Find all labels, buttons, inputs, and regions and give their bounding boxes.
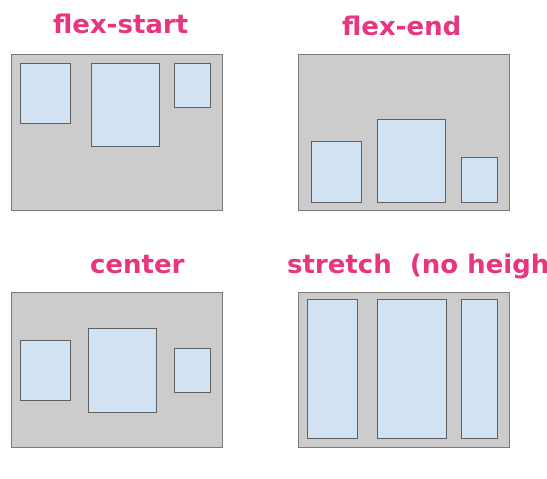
center-item-2	[88, 328, 157, 413]
stretch-item-3	[461, 299, 498, 439]
flex-start-item-3	[174, 63, 211, 108]
stretch-item-2	[377, 299, 447, 439]
flex-end-container	[298, 54, 510, 211]
flex-end-item-3	[461, 157, 498, 203]
flex-start-item-2	[91, 63, 160, 147]
flex-end-item-2	[377, 119, 446, 203]
flex-start-container	[11, 54, 223, 211]
center-label: center	[90, 250, 185, 280]
stretch-label: stretch (no height)	[287, 250, 547, 280]
flex-end-label: flex-end	[342, 12, 462, 42]
flex-start-label: flex-start	[53, 10, 189, 40]
center-container	[11, 292, 223, 448]
flex-end-item-1	[311, 141, 362, 203]
center-item-3	[174, 348, 211, 393]
center-item-1	[20, 340, 71, 401]
flex-start-item-1	[20, 63, 71, 124]
stretch-container	[298, 292, 510, 448]
stretch-item-1	[307, 299, 358, 439]
